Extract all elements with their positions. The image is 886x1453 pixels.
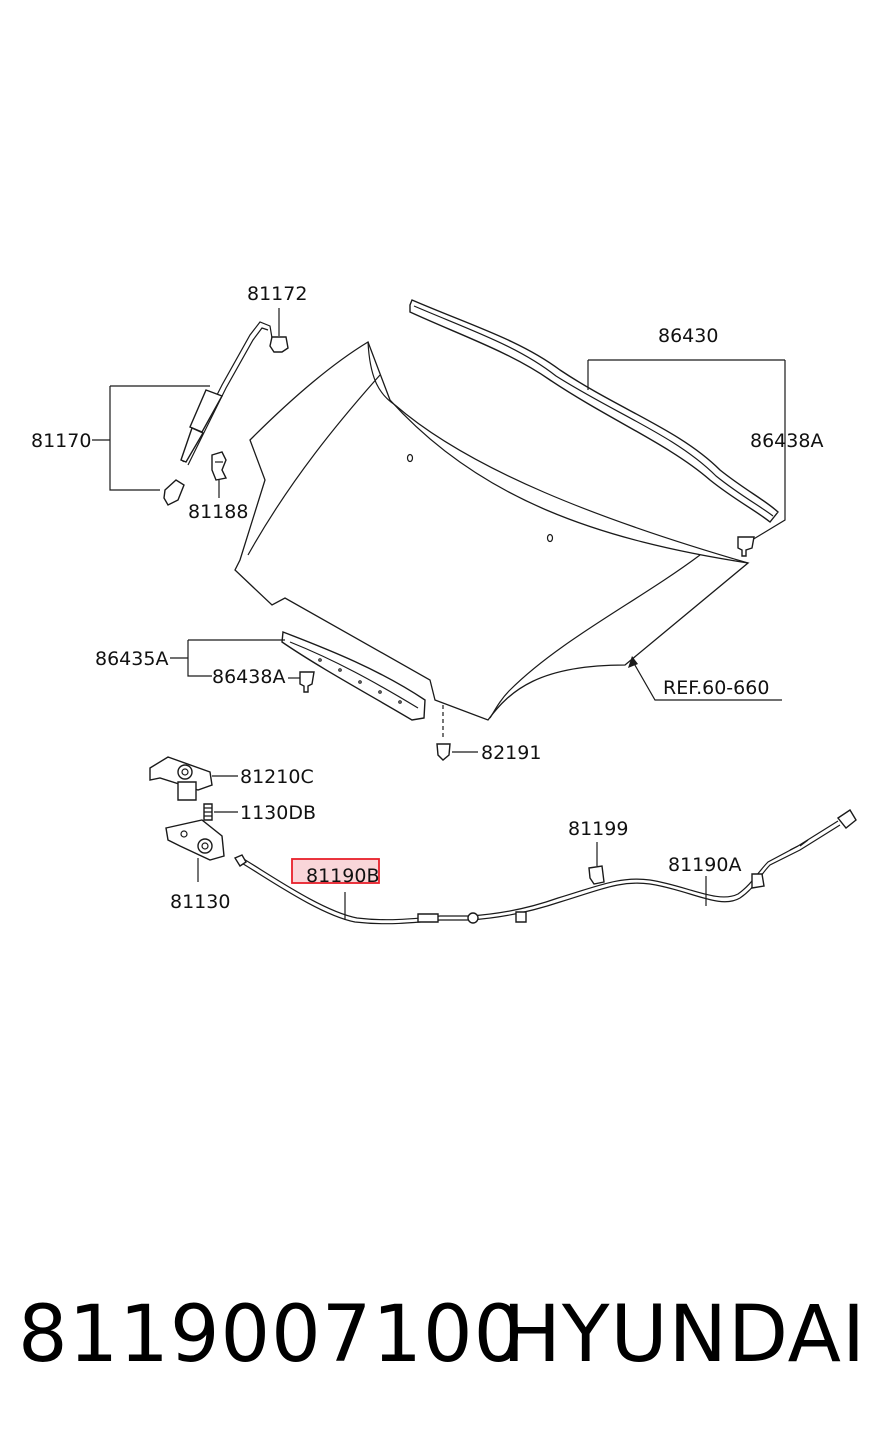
part-number: 8119007100 xyxy=(18,1290,525,1380)
brand-name: HYUNDAI xyxy=(502,1290,866,1380)
label-86430: 86430 xyxy=(658,325,718,347)
clip-81199 xyxy=(588,865,605,885)
bolt-1130db xyxy=(203,803,213,821)
label-86435a: 86435A xyxy=(95,648,168,670)
label-86438a-left: 86438A xyxy=(212,666,285,688)
label-82191: 82191 xyxy=(481,742,541,764)
bracket-81188 xyxy=(211,451,228,481)
highlight-box xyxy=(291,858,380,884)
label-81190a: 81190A xyxy=(668,854,741,876)
label-81188: 81188 xyxy=(188,501,248,523)
label-81130: 81130 xyxy=(170,891,230,913)
latch-bracket-81130 xyxy=(165,819,225,861)
label-1130db: 1130DB xyxy=(240,802,316,824)
seal-86435a xyxy=(281,631,426,721)
label-81199: 81199 xyxy=(568,818,628,840)
clip-82191 xyxy=(436,743,451,761)
hood-panel xyxy=(234,341,750,721)
clip-86438a-top xyxy=(737,536,755,557)
hood-parts-diagram: 81172 86430 81170 86438A 81188 86435A 86… xyxy=(31,283,857,925)
label-ref: REF.60-660 xyxy=(663,677,769,699)
footer: 8119007100 HYUNDAI xyxy=(0,1290,886,1400)
clip-86438a-left xyxy=(299,671,315,693)
gas-strut xyxy=(163,321,273,506)
hood-weatherstrip xyxy=(409,299,779,523)
clip-81172 xyxy=(269,336,289,353)
release-cable xyxy=(233,809,857,925)
label-81190b: 81190B xyxy=(306,865,379,887)
hood-latch-81210c xyxy=(149,756,213,801)
label-81170: 81170 xyxy=(31,430,91,452)
label-86438a-top: 86438A xyxy=(750,430,823,452)
label-81172: 81172 xyxy=(247,283,307,305)
label-81210c: 81210C xyxy=(240,766,314,788)
